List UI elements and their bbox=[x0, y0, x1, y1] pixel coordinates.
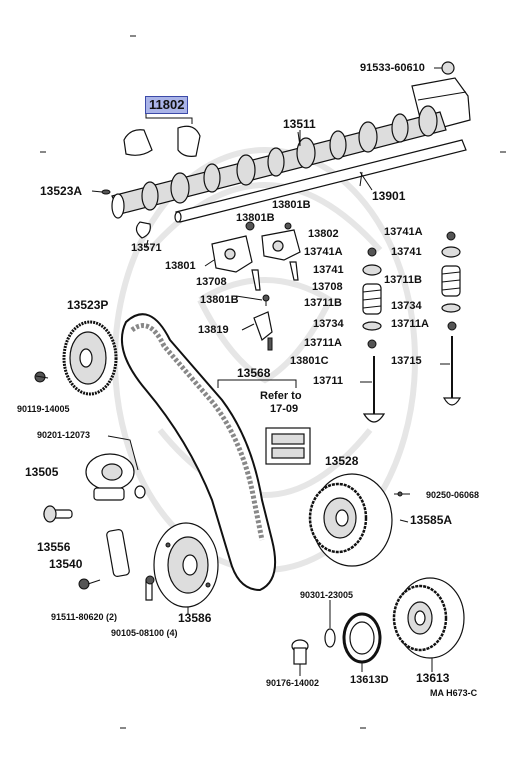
label-13711A-b: 13711A bbox=[304, 337, 342, 349]
label-13708-b: 13708 bbox=[312, 281, 343, 293]
label-13741-a: 13741 bbox=[391, 246, 422, 258]
label-13801B-a: 13801B bbox=[236, 212, 275, 224]
label-13708-a: 13708 bbox=[196, 276, 227, 288]
label-13901: 13901 bbox=[372, 189, 406, 203]
label-90250-06068: 90250-06068 bbox=[426, 490, 480, 500]
label-90176-14002: 90176-14002 bbox=[266, 678, 320, 688]
label-13741A-b: 13741A bbox=[304, 246, 343, 258]
label-90119-14005: 90119-14005 bbox=[17, 404, 70, 414]
camshaft-13511 bbox=[111, 105, 447, 219]
label-91533-60610: 91533-60610 bbox=[360, 62, 425, 74]
idler-pulley-13505 bbox=[43, 435, 146, 523]
label-13802: 13802 bbox=[308, 228, 339, 240]
label-13741A-a: 13741A bbox=[384, 226, 423, 238]
label-13715: 13715 bbox=[391, 355, 422, 367]
label-13801C: 13801C bbox=[290, 355, 329, 367]
label-13734-a: 13734 bbox=[391, 300, 422, 312]
label-13586: 13586 bbox=[178, 611, 212, 625]
rocker-shaft-13901 bbox=[174, 139, 467, 223]
label-91511-80620: 91511-80620 (2) bbox=[51, 612, 118, 622]
label-13801: 13801 bbox=[165, 260, 196, 272]
label-90301-23005: 90301-23005 bbox=[300, 590, 354, 600]
label-13801B-b: 13801B bbox=[272, 199, 311, 211]
label-13571: 13571 bbox=[131, 242, 162, 254]
label-13613: 13613 bbox=[416, 671, 450, 685]
label-13801B-c: 13801B bbox=[200, 294, 239, 306]
label-13556: 13556 bbox=[37, 540, 71, 554]
label-13540: 13540 bbox=[49, 557, 83, 571]
label-13523P: 13523P bbox=[67, 298, 109, 312]
camshaft-timing-pulley-13523P bbox=[34, 320, 118, 396]
timing-belt-13568 bbox=[121, 313, 276, 592]
label-13734-b: 13734 bbox=[313, 318, 344, 330]
label-13523A: 13523A bbox=[40, 184, 83, 198]
label-90201-12073: 90201-12073 bbox=[37, 430, 91, 440]
sprocket-13613 bbox=[392, 577, 465, 659]
label-11802-highlighted[interactable]: 11802 bbox=[145, 96, 189, 114]
leader-lines bbox=[187, 131, 450, 676]
label-13711B-b: 13711B bbox=[304, 297, 342, 309]
small-pins bbox=[91, 189, 151, 249]
label-90105-08100: 90105-08100 (4) bbox=[111, 628, 178, 638]
rocker-pins bbox=[241, 294, 273, 351]
crankshaft-pulley-13586 bbox=[153, 522, 219, 608]
label-13711A-a: 13711A bbox=[391, 318, 429, 330]
label-13585A: 13585A bbox=[410, 513, 453, 527]
label-13741-b: 13741 bbox=[313, 264, 344, 276]
camshaft-bearing-11802 bbox=[123, 112, 201, 157]
label-13528: 13528 bbox=[325, 454, 359, 468]
oil-seal-13613D bbox=[324, 612, 382, 664]
rocker-arms bbox=[204, 221, 301, 291]
diagram-code: MA H673-C bbox=[430, 688, 478, 698]
label-13568: 13568 bbox=[237, 366, 271, 380]
label-13511: 13511 bbox=[283, 117, 316, 131]
crankshaft-gear-13585A bbox=[308, 473, 410, 567]
tensioner-13540 bbox=[78, 528, 155, 601]
refer-to-line-1: Refer to bbox=[260, 390, 302, 402]
label-13819: 13819 bbox=[198, 324, 229, 336]
refer-to-line-2: 17-09 bbox=[270, 403, 299, 415]
reference-box bbox=[217, 379, 311, 465]
label-13711B-a: 13711B bbox=[384, 274, 422, 286]
bolt-90176 bbox=[291, 639, 309, 665]
label-13711: 13711 bbox=[313, 375, 343, 387]
corner-marks bbox=[40, 35, 506, 729]
label-13505: 13505 bbox=[25, 465, 59, 479]
label-13613D: 13613D bbox=[350, 674, 389, 686]
valve-train-parts bbox=[362, 231, 462, 423]
